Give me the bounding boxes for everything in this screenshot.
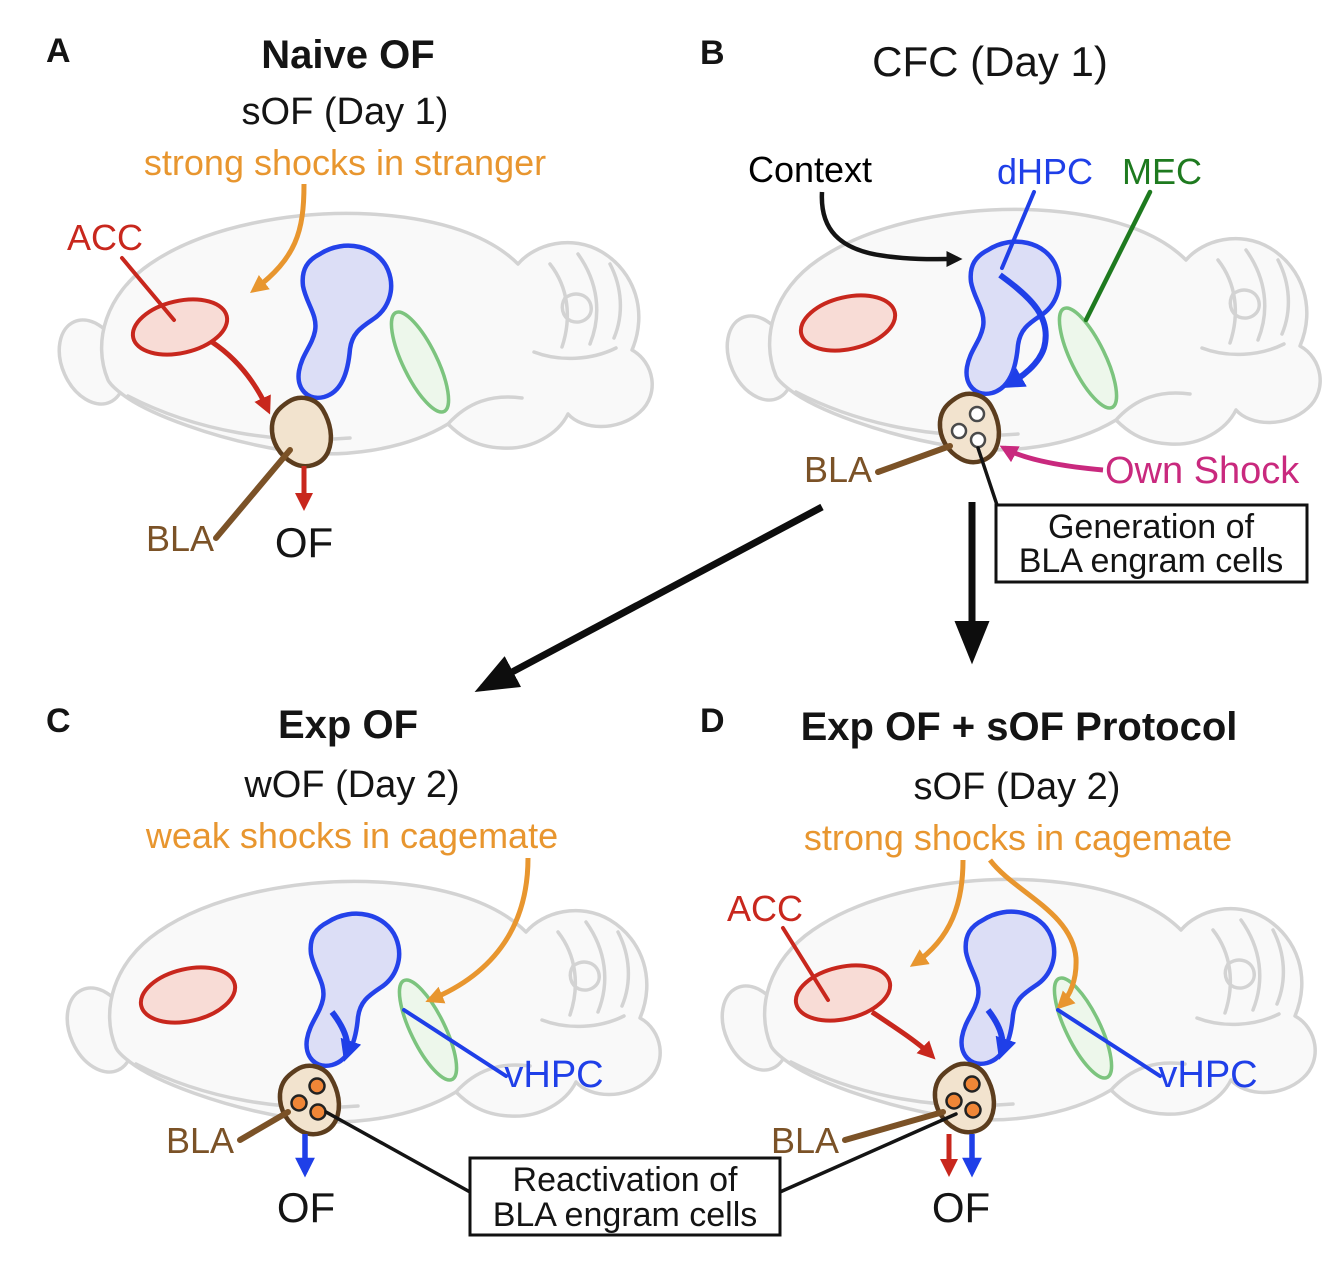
engram-cell (308, 1077, 326, 1095)
acc-label: ACC (727, 888, 803, 929)
acc-label: ACC (67, 217, 143, 258)
engram-cell (969, 431, 987, 449)
bla-region (935, 1064, 994, 1132)
shock-note: weak shocks in cagemate (145, 815, 558, 856)
dhpc-label: dHPC (997, 151, 1093, 192)
vhpc-pointer-line (1056, 1008, 1162, 1078)
engram-cell (964, 1101, 982, 1119)
engram-cell (950, 422, 968, 440)
acc-to-bla-arrow (210, 339, 271, 415)
panel-c-brain (52, 879, 662, 1134)
bla-region (940, 394, 999, 462)
bla-label: BLA (804, 449, 872, 490)
acc-to-bla-arrow (870, 1009, 936, 1060)
reactivation-box: Reactivation of BLA engram cells (468, 1156, 782, 1237)
shock-arrow-left (909, 859, 966, 967)
panel-b-brain (712, 207, 1322, 462)
generation-box: Generation of BLA engram cells (994, 503, 1309, 584)
bla-pointer-line (842, 1109, 946, 1143)
of-label: OF (275, 519, 333, 566)
vhpc-label: vHPC (1158, 1054, 1257, 1096)
vhpc-label: vHPC (504, 1054, 603, 1096)
acc-pointer-line (781, 926, 830, 1002)
reactivation-box-line2: BLA engram cells (493, 1196, 758, 1234)
mec-label: MEC (1122, 151, 1202, 192)
flow-arrow-to-panel-c (474, 503, 824, 692)
panel-title: Exp OF (278, 703, 418, 747)
bla-engram-cells (945, 1075, 982, 1119)
engram-cell (968, 405, 986, 423)
panel-subtitle: wOF (Day 2) (243, 764, 459, 806)
shock-arrow (425, 857, 531, 1004)
panel-d: D Exp OF + sOF Protocol sOF (Day 2) stro… (700, 702, 1317, 1231)
panel-title: CFC (Day 1) (872, 38, 1108, 85)
engram-cell (290, 1094, 308, 1112)
of-label: OF (932, 1184, 990, 1231)
shock-arrow (250, 183, 307, 294)
panel-letter: C (46, 702, 71, 740)
own-shock-label: Own Shock (1105, 450, 1300, 492)
shock-arrow-right (988, 858, 1079, 1010)
panel-subtitle: sOF (Day 2) (914, 766, 1121, 808)
box-connector-line (778, 1112, 958, 1194)
acc-pointer-line (120, 256, 176, 322)
bla-label: BLA (166, 1120, 234, 1161)
mec-pointer-line (1083, 189, 1153, 323)
context-arrow (819, 191, 963, 268)
context-label: Context (748, 149, 872, 190)
panel-c: C Exp OF wOF (Day 2) weak shocks in cage… (46, 702, 662, 1231)
box-connector-line (324, 1110, 472, 1194)
box-connector-line (976, 446, 999, 507)
panel-b: B CFC (Day 1) Context dHPC MEC BLA Own S… (700, 34, 1322, 584)
bla-region (280, 1066, 339, 1134)
reactivation-box-line1: Reactivation of (513, 1161, 738, 1199)
panel-letter: D (700, 702, 725, 740)
generation-box-frame (994, 503, 1309, 584)
bla-label: BLA (771, 1120, 839, 1161)
engram-cell (963, 1075, 981, 1093)
dhpc-to-bla-arrow (329, 1010, 362, 1062)
reactivation-box-frame (468, 1156, 782, 1237)
bla-pointer-line (237, 1109, 291, 1143)
vhpc-pointer-line (402, 1008, 508, 1078)
generation-box-line2: BLA engram cells (1019, 542, 1284, 580)
shock-note: strong shocks in cagemate (804, 817, 1232, 858)
of-label: OF (277, 1184, 335, 1231)
engram-cell (945, 1092, 963, 1110)
generation-box-line1: Generation of (1048, 508, 1255, 546)
bla-pointer-line (213, 447, 293, 541)
engram-cell (309, 1103, 327, 1121)
bla-region (272, 398, 331, 466)
panel-title: Exp OF + sOF Protocol (801, 705, 1238, 749)
shock-note: strong shocks in stranger (144, 142, 546, 183)
own-shock-arrow (999, 445, 1104, 473)
panel-letter: B (700, 34, 725, 72)
panel-subtitle: sOF (Day 1) (242, 91, 449, 133)
panel-a: A Naive OF sOF (Day 1) strong shocks in … (44, 32, 654, 566)
dhpc-to-bla-arrow (998, 272, 1049, 388)
bla-label: BLA (146, 518, 214, 559)
bla-pointer-line (875, 443, 953, 475)
dhpc-pointer-line (1000, 190, 1036, 270)
dhpc-to-bla-arrow (985, 1008, 1017, 1060)
panel-letter: A (46, 32, 71, 70)
panel-title: Naive OF (261, 33, 434, 77)
